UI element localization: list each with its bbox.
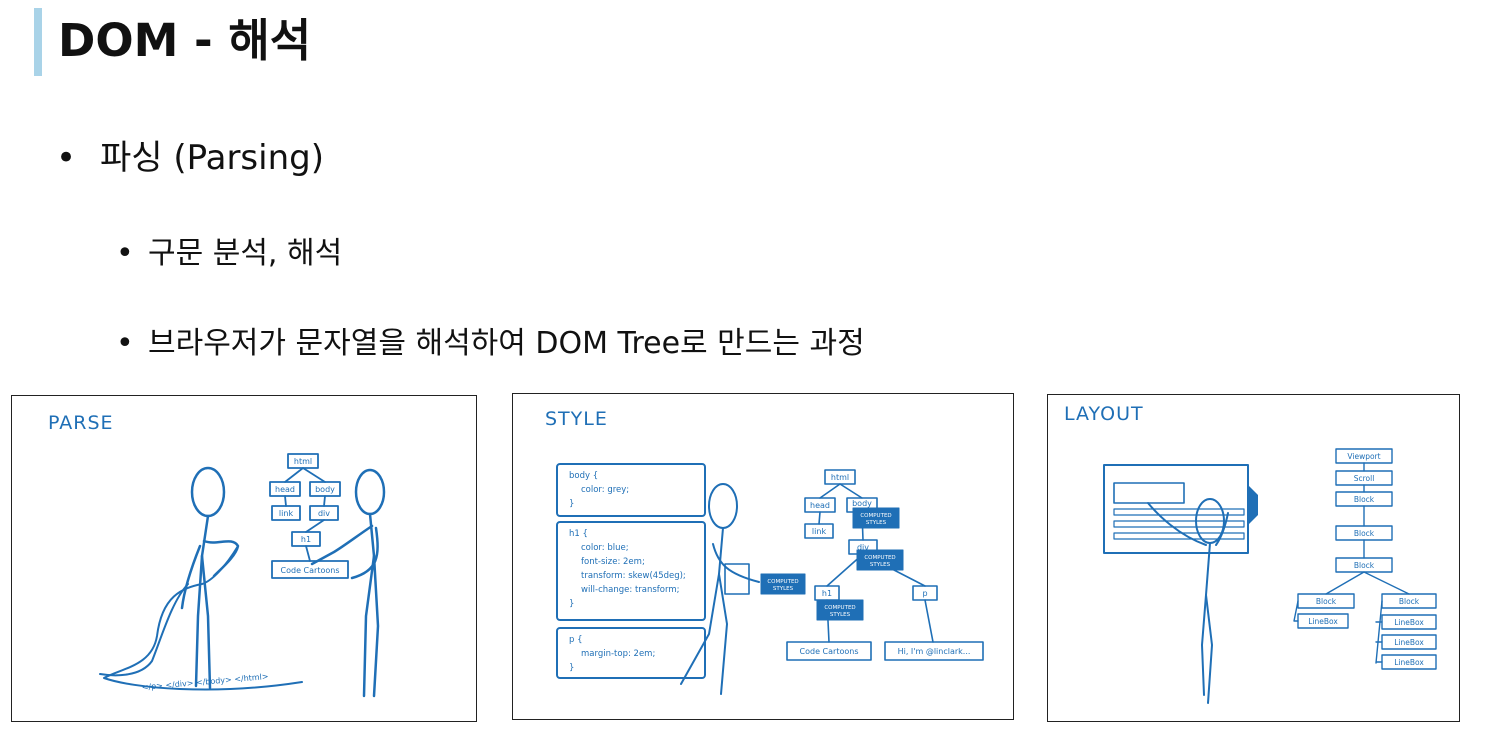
slide-title: DOM - 해석 — [58, 14, 312, 67]
computed-label: STYLES — [830, 612, 851, 618]
bullet-text: 브라우저가 문자열을 해석하여 DOM Tree로 만드는 과정 — [148, 326, 865, 361]
node-label: body — [852, 499, 872, 508]
computed-label: STYLES — [870, 562, 891, 568]
node-box — [884, 641, 984, 661]
node-label: Block — [1354, 529, 1375, 538]
node-label: Block — [1316, 597, 1337, 606]
computed-label: COMPUTED — [767, 579, 798, 585]
computed-label: COMPUTED — [824, 605, 855, 611]
node-label: div — [857, 543, 869, 552]
parse-title: PARSE — [48, 412, 114, 434]
node-label: Hi, I'm @linclark... — [898, 647, 971, 656]
layout-title: LAYOUT — [1064, 403, 1144, 425]
code-line: will-change: transform; — [581, 585, 680, 595]
computed-styles-tag — [760, 573, 806, 595]
code-block — [556, 521, 706, 621]
node-label: Code Cartoons — [281, 566, 340, 575]
style-sketch: body { color: grey; } h1 { color: blue; … — [556, 463, 984, 695]
node-label: link — [279, 509, 294, 518]
computed-styles-tag — [816, 599, 864, 621]
computed-label: COMPUTED — [860, 513, 891, 519]
node-label: head — [810, 501, 830, 510]
bullet-dom-tree-process: • 브라우저가 문자열을 해석하여 DOM Tree로 만드는 과정 — [116, 322, 865, 366]
node-label: LineBox — [1394, 618, 1424, 627]
node-label: h1 — [301, 535, 311, 544]
computed-label: STYLES — [866, 520, 887, 526]
node-label: body — [315, 485, 335, 494]
node-label: Code Cartoons — [800, 647, 859, 656]
computed-label: STYLES — [773, 586, 794, 592]
style-illustration: STYLE body { color: grey; } h1 { color: … — [512, 393, 1014, 720]
node-label: Block — [1354, 495, 1375, 504]
node-label: Block — [1354, 561, 1375, 570]
code-line: } — [569, 663, 574, 673]
scroll-handle-icon — [1248, 485, 1258, 525]
parse-sketch: html head body link div h1 Code Cartoons… — [99, 453, 386, 698]
code-block — [556, 627, 706, 679]
code-line: h1 { — [569, 529, 588, 539]
code-line: color: grey; — [581, 485, 629, 495]
node-label: link — [812, 527, 827, 536]
node-label: p — [922, 589, 927, 598]
node-label: html — [294, 457, 312, 466]
code-line: } — [569, 499, 574, 509]
code-block — [556, 463, 706, 517]
bullet-syntax-analysis: • 구문 분석, 해석 — [116, 232, 342, 276]
node-label: Block — [1399, 597, 1420, 606]
node-label: LineBox — [1308, 617, 1338, 626]
style-title: STYLE — [545, 408, 608, 430]
layout-illustration: LAYOUT Viewport — [1047, 394, 1460, 722]
bullet-dot-icon: • — [116, 236, 134, 271]
parse-illustration: PARSE html head body link div h1 Code Ca… — [11, 395, 477, 722]
code-line: transform: skew(45deg); — [581, 571, 686, 581]
bullet-dot-icon: • — [56, 138, 77, 178]
bullet-parsing: • 파싱 (Parsing) — [56, 136, 324, 180]
node-label: h1 — [822, 589, 832, 598]
node-label: Scroll — [1354, 474, 1375, 483]
code-line: p { — [569, 635, 583, 645]
code-line: body { — [569, 471, 598, 481]
code-line: font-size: 2em; — [581, 557, 645, 567]
node-label: html — [831, 473, 849, 482]
node-label: LineBox — [1394, 658, 1424, 667]
computed-label: COMPUTED — [864, 555, 895, 561]
bullet-dot-icon: • — [116, 326, 134, 361]
code-line: color: blue; — [581, 543, 629, 553]
computed-styles-tag — [852, 507, 900, 529]
bullet-text: 파싱 (Parsing) — [100, 138, 324, 178]
node-label: Viewport — [1347, 452, 1380, 461]
code-line: margin-top: 2em; — [581, 649, 655, 659]
code-line: } — [569, 599, 574, 609]
node-label: div — [318, 509, 330, 518]
node-label: LineBox — [1394, 638, 1424, 647]
title-accent-bar — [34, 8, 42, 76]
node-label: head — [275, 485, 295, 494]
computed-styles-tag — [856, 549, 904, 571]
bullet-text: 구문 분석, 해석 — [148, 236, 343, 271]
layout-sketch: Viewport Scroll Block Block Block Block … — [1103, 448, 1437, 704]
